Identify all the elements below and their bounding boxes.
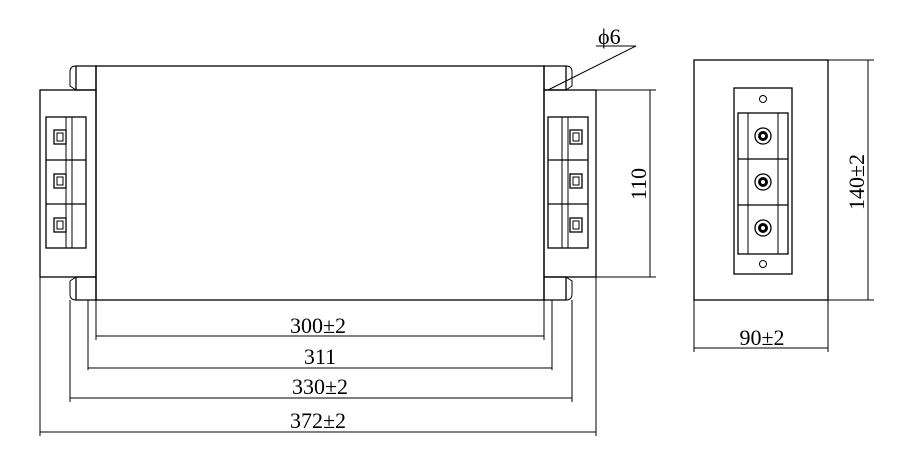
terminal-plate [733,87,793,275]
mounting-flange [75,65,97,91]
body-length-label: 300±2 [290,313,346,338]
terminal-stud [754,127,772,145]
right-terminal-block [543,89,597,278]
end-height-label: 140±2 [844,154,869,210]
height-110-label: 110 [626,168,651,200]
end-width-dimension: 90±2 [693,300,829,352]
end-view-body [693,59,829,301]
end-view [693,59,829,301]
left-terminal-block [39,89,97,278]
length-dimensions: 300±2 311 330±2 372±2 [39,277,597,436]
mount-hole-bottom [759,260,767,268]
end-width-label: 90±2 [739,325,784,350]
mount-pitch-label: 311 [304,344,336,369]
end-height-dimension: 140±2 [828,59,874,301]
front-view: ϕ6 [39,24,637,301]
terminal-screw [53,129,67,145]
flange-length-label: 330±2 [292,374,348,399]
mount-hole-top [759,95,767,103]
terminal-screw [569,129,583,145]
height-dimension: 110 [596,89,656,278]
terminal-stud [754,219,772,237]
terminal-stud [754,173,772,191]
filter-body [95,65,545,301]
overall-length-label: 372±2 [290,408,346,433]
hole-diameter-label: ϕ6 [598,24,621,49]
